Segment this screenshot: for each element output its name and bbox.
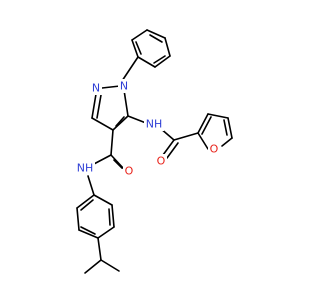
bond — [127, 115, 147, 124]
bond — [115, 116, 125, 127]
atom-label-background — [144, 117, 164, 131]
bond — [135, 41, 142, 55]
molecule-diagram: N N NH O O O NH — [75, 29, 233, 274]
bond — [197, 113, 209, 134]
bond — [97, 237, 102, 261]
bond — [91, 93, 97, 119]
bond — [91, 117, 114, 131]
bond — [173, 132, 199, 141]
bond — [93, 194, 113, 206]
atom-label-background — [90, 81, 102, 95]
bond — [112, 115, 129, 131]
bond — [76, 207, 80, 231]
bond — [137, 56, 156, 68]
bond — [131, 39, 139, 58]
bond — [78, 229, 99, 239]
bond — [201, 116, 212, 135]
bond — [101, 85, 121, 89]
structure-drawing: N N NH O O O NH — [75, 29, 233, 274]
bond — [131, 29, 148, 41]
bond — [227, 117, 233, 139]
bond — [96, 94, 102, 119]
atom-label-background — [208, 142, 220, 156]
bond — [110, 154, 125, 170]
bond — [111, 204, 115, 228]
atom-label-amide-o-right: O — [157, 155, 166, 168]
bond — [153, 55, 166, 64]
atom-label-pyrazole-n2: N — [92, 82, 100, 95]
bond — [87, 175, 95, 196]
atom-label-background — [155, 154, 167, 168]
bond — [221, 137, 233, 147]
bond — [164, 37, 171, 57]
bond-layer — [76, 29, 233, 274]
bond — [223, 119, 228, 136]
bond — [123, 89, 129, 117]
atom-label-background — [75, 161, 95, 175]
bond — [110, 129, 114, 156]
bond — [146, 29, 166, 39]
bond — [162, 139, 175, 156]
bond — [80, 226, 96, 235]
bond — [100, 259, 120, 272]
bond — [108, 208, 111, 226]
atom-label-amide-o-left: O — [125, 165, 134, 178]
atom-label-furan-o: O — [210, 143, 219, 156]
bond — [84, 259, 102, 274]
bond — [80, 199, 94, 211]
bond — [76, 194, 95, 209]
bond — [197, 132, 209, 150]
atom-label-pyrazole-n1: N — [120, 80, 128, 93]
bond — [113, 159, 123, 169]
bond — [154, 55, 171, 68]
atom-label-layer: N N NH O O O NH — [75, 79, 220, 178]
bond — [207, 113, 229, 119]
bond — [91, 154, 112, 166]
atom-label-background — [123, 164, 135, 178]
atom-label-amide-nh-left: NH — [77, 162, 94, 175]
bond — [149, 34, 163, 43]
bond — [166, 142, 179, 159]
atom-label-background — [118, 79, 130, 93]
bond — [97, 226, 115, 239]
atom-label-amide-nh-right: NH — [146, 118, 163, 131]
